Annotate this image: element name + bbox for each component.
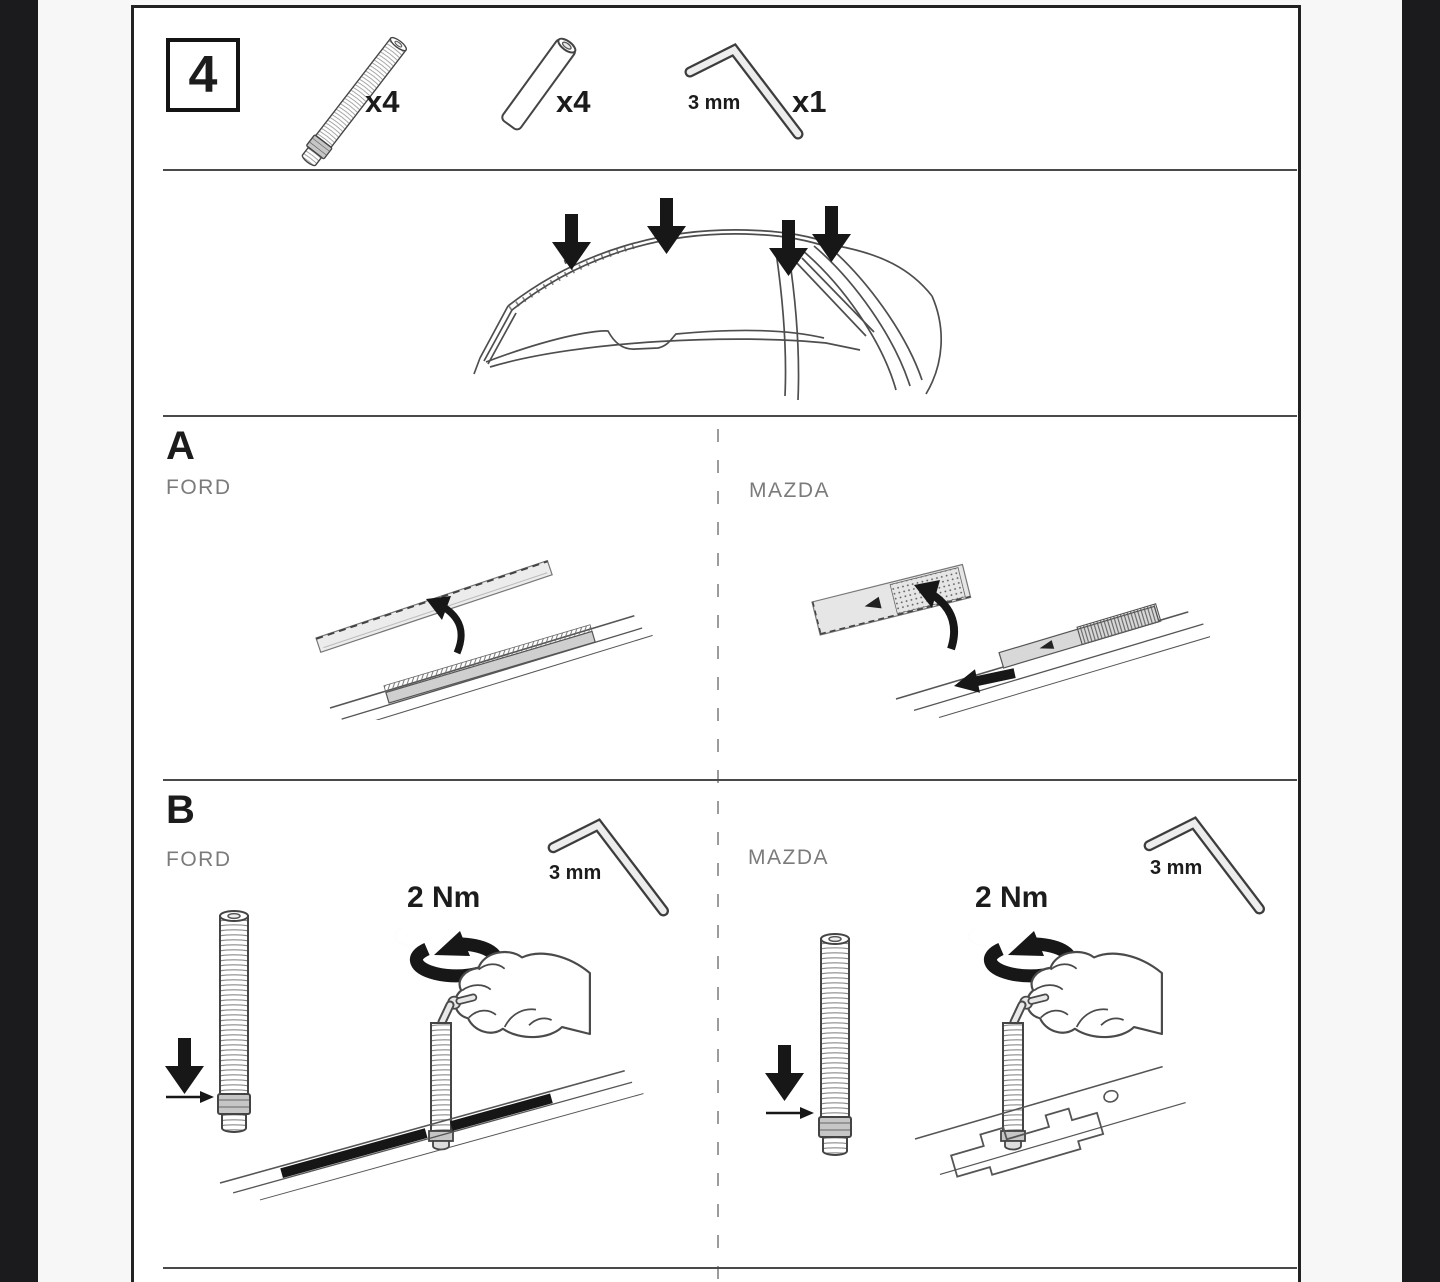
section-a-mazda-label: MAZDA <box>749 479 830 502</box>
tool-size-label: 3 mm <box>1150 857 1203 879</box>
section-b-ford-label: FORD <box>166 848 232 871</box>
roof-rail <box>329 614 653 720</box>
slide-arrow-icon <box>954 668 1016 693</box>
sleeve-tube-icon <box>501 37 577 131</box>
threaded-rod-icon <box>217 910 251 1133</box>
torque-label: 2 Nm <box>407 881 481 914</box>
divider <box>163 415 1297 417</box>
hand-icon <box>1020 952 1162 1037</box>
section-b-mazda-label: MAZDA <box>748 846 829 869</box>
roof-rail <box>895 603 1210 718</box>
cover-plate <box>811 563 972 636</box>
mazda-a-illustration <box>811 563 1210 718</box>
section-b-label: B <box>166 788 195 832</box>
hex-key-qty: x1 <box>792 84 827 119</box>
ford-b-illustration <box>165 795 720 1201</box>
car-roof-illustration <box>473 198 943 401</box>
section-a-label: A <box>166 424 195 468</box>
roof-channel <box>914 1065 1186 1178</box>
curved-arrow-icon <box>426 596 465 655</box>
threaded-rod-icon <box>298 33 410 170</box>
threaded-rod-icon <box>818 933 852 1156</box>
hex-key-size: 3 mm <box>688 92 741 114</box>
section-a-ford-label: FORD <box>166 476 232 499</box>
sleeve-tube-qty: x4 <box>556 84 591 119</box>
tool-size-label: 3 mm <box>549 862 602 884</box>
insert-level-arrow-icon <box>766 1107 814 1119</box>
right-margin-bar <box>1402 0 1440 1282</box>
step-number: 4 <box>188 46 218 104</box>
down-arrow-icon <box>165 1038 204 1094</box>
ford-a-illustration <box>315 559 653 720</box>
roof-rail <box>219 1069 644 1201</box>
mazda-b-illustration <box>765 795 1310 1178</box>
step-number-box: 4 <box>166 38 240 112</box>
torque-label: 2 Nm <box>975 881 1049 914</box>
column-divider-dashed <box>717 429 719 1282</box>
divider <box>163 779 1297 781</box>
curved-arrow-icon <box>914 580 959 651</box>
threaded-rod-screwing <box>428 1022 454 1151</box>
threaded-rod-qty: x4 <box>365 84 400 119</box>
insert-level-arrow-icon <box>166 1091 214 1103</box>
divider <box>163 169 1297 171</box>
down-arrow-icon <box>765 1045 804 1101</box>
left-margin-bar <box>0 0 38 1282</box>
hand-icon <box>448 952 590 1037</box>
divider <box>163 1267 1297 1269</box>
